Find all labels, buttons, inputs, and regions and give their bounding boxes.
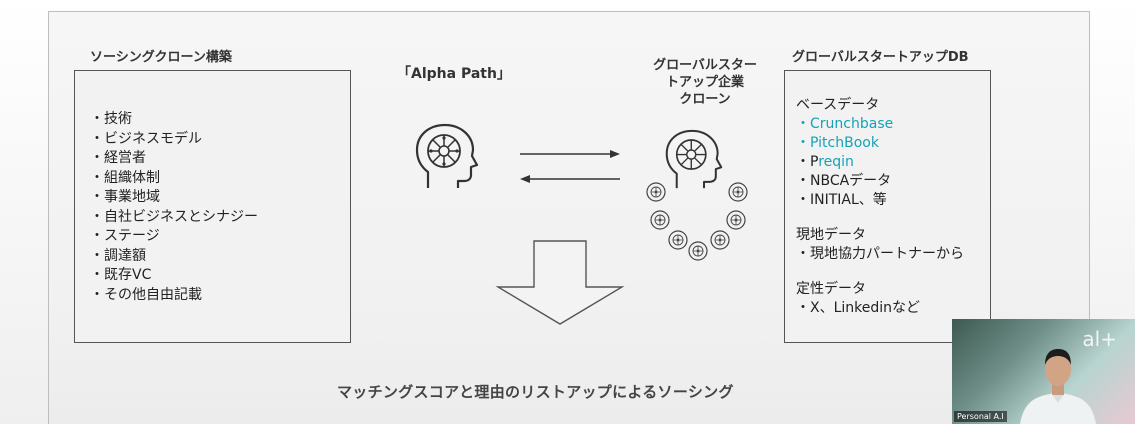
arrow-right-icon	[520, 150, 620, 158]
small-head-icon	[650, 210, 670, 230]
exchange-arrows	[520, 150, 620, 183]
video-label: Personal A.I	[954, 411, 1007, 422]
left-heading: ソーシングクローン構築	[90, 50, 232, 65]
small-head-icon	[726, 210, 746, 230]
qualitative-data-title: 定性データ	[796, 281, 866, 297]
list-item: ・その他自由記載	[90, 286, 202, 303]
ai-head-clone-icon	[665, 129, 723, 189]
startup-db-panel	[784, 70, 991, 343]
ai-head-icon	[415, 123, 479, 188]
small-head-icon	[668, 230, 688, 250]
nbca-item: ・NBCAデータ	[796, 173, 892, 189]
startup-db-content: ベースデータ ・Crunchbase ・PitchBook ・Preqin ・N…	[796, 96, 964, 318]
down-arrow-icon	[495, 240, 625, 325]
local-data-item: ・現地協力パートナーから	[796, 246, 964, 262]
arrow-left-icon	[520, 175, 620, 183]
preqin-item[interactable]: ・Preqin	[796, 153, 964, 172]
video-logo: al+	[1082, 327, 1117, 351]
list-item: ・技術	[90, 111, 132, 127]
base-data-title: ベースデータ	[796, 97, 880, 113]
list-item: ・経営者	[90, 150, 146, 166]
preqin-link[interactable]: reqin	[818, 154, 854, 170]
preqin-prefix: ・P	[796, 154, 819, 170]
list-item: ・自社ビジネスとシナジー	[90, 208, 258, 225]
qualitative-data-item: ・X、Linkedinなど	[796, 300, 921, 316]
list-item: ・組織体制	[90, 169, 160, 186]
bottom-caption: マッチングスコアと理由のリストアップによるソーシング	[337, 383, 734, 401]
clone-title-text: グローバルスター トアップ企業 クローン	[653, 58, 757, 107]
crunchbase-link[interactable]: ・Crunchbase	[796, 116, 894, 132]
presenter-video[interactable]: al+ Personal A.I	[952, 319, 1135, 424]
small-head-icon	[710, 230, 730, 250]
sourcing-criteria-panel	[74, 70, 351, 343]
list-item: ・既存VC	[90, 267, 152, 283]
clone-heads-group	[646, 182, 748, 261]
list-item: ・ステージ	[90, 228, 160, 244]
initial-item: ・INITIAL、等	[796, 192, 887, 208]
pitchbook-link[interactable]: ・PitchBook	[796, 135, 879, 151]
small-head-icon	[728, 182, 748, 202]
list-item: ・ビジネスモデル	[90, 130, 202, 147]
alpha-path-title: 「Alpha Path」	[397, 66, 511, 82]
clone-title: グローバルスター トアップ企業 クローン	[634, 57, 776, 108]
sourcing-criteria-list: ・技術 ・ビジネスモデル ・経営者 ・組織体制 ・事業地域 ・自社ビジネスとシナ…	[90, 110, 258, 305]
list-item: ・事業地域	[90, 189, 160, 205]
local-data-title: 現地データ	[796, 227, 866, 243]
right-heading: グローバルスタートアップDB	[792, 50, 969, 65]
small-head-icon	[688, 241, 708, 261]
list-item: ・調達額	[90, 247, 146, 264]
small-head-icon	[646, 182, 666, 202]
presenter-avatar	[1020, 349, 1096, 424]
